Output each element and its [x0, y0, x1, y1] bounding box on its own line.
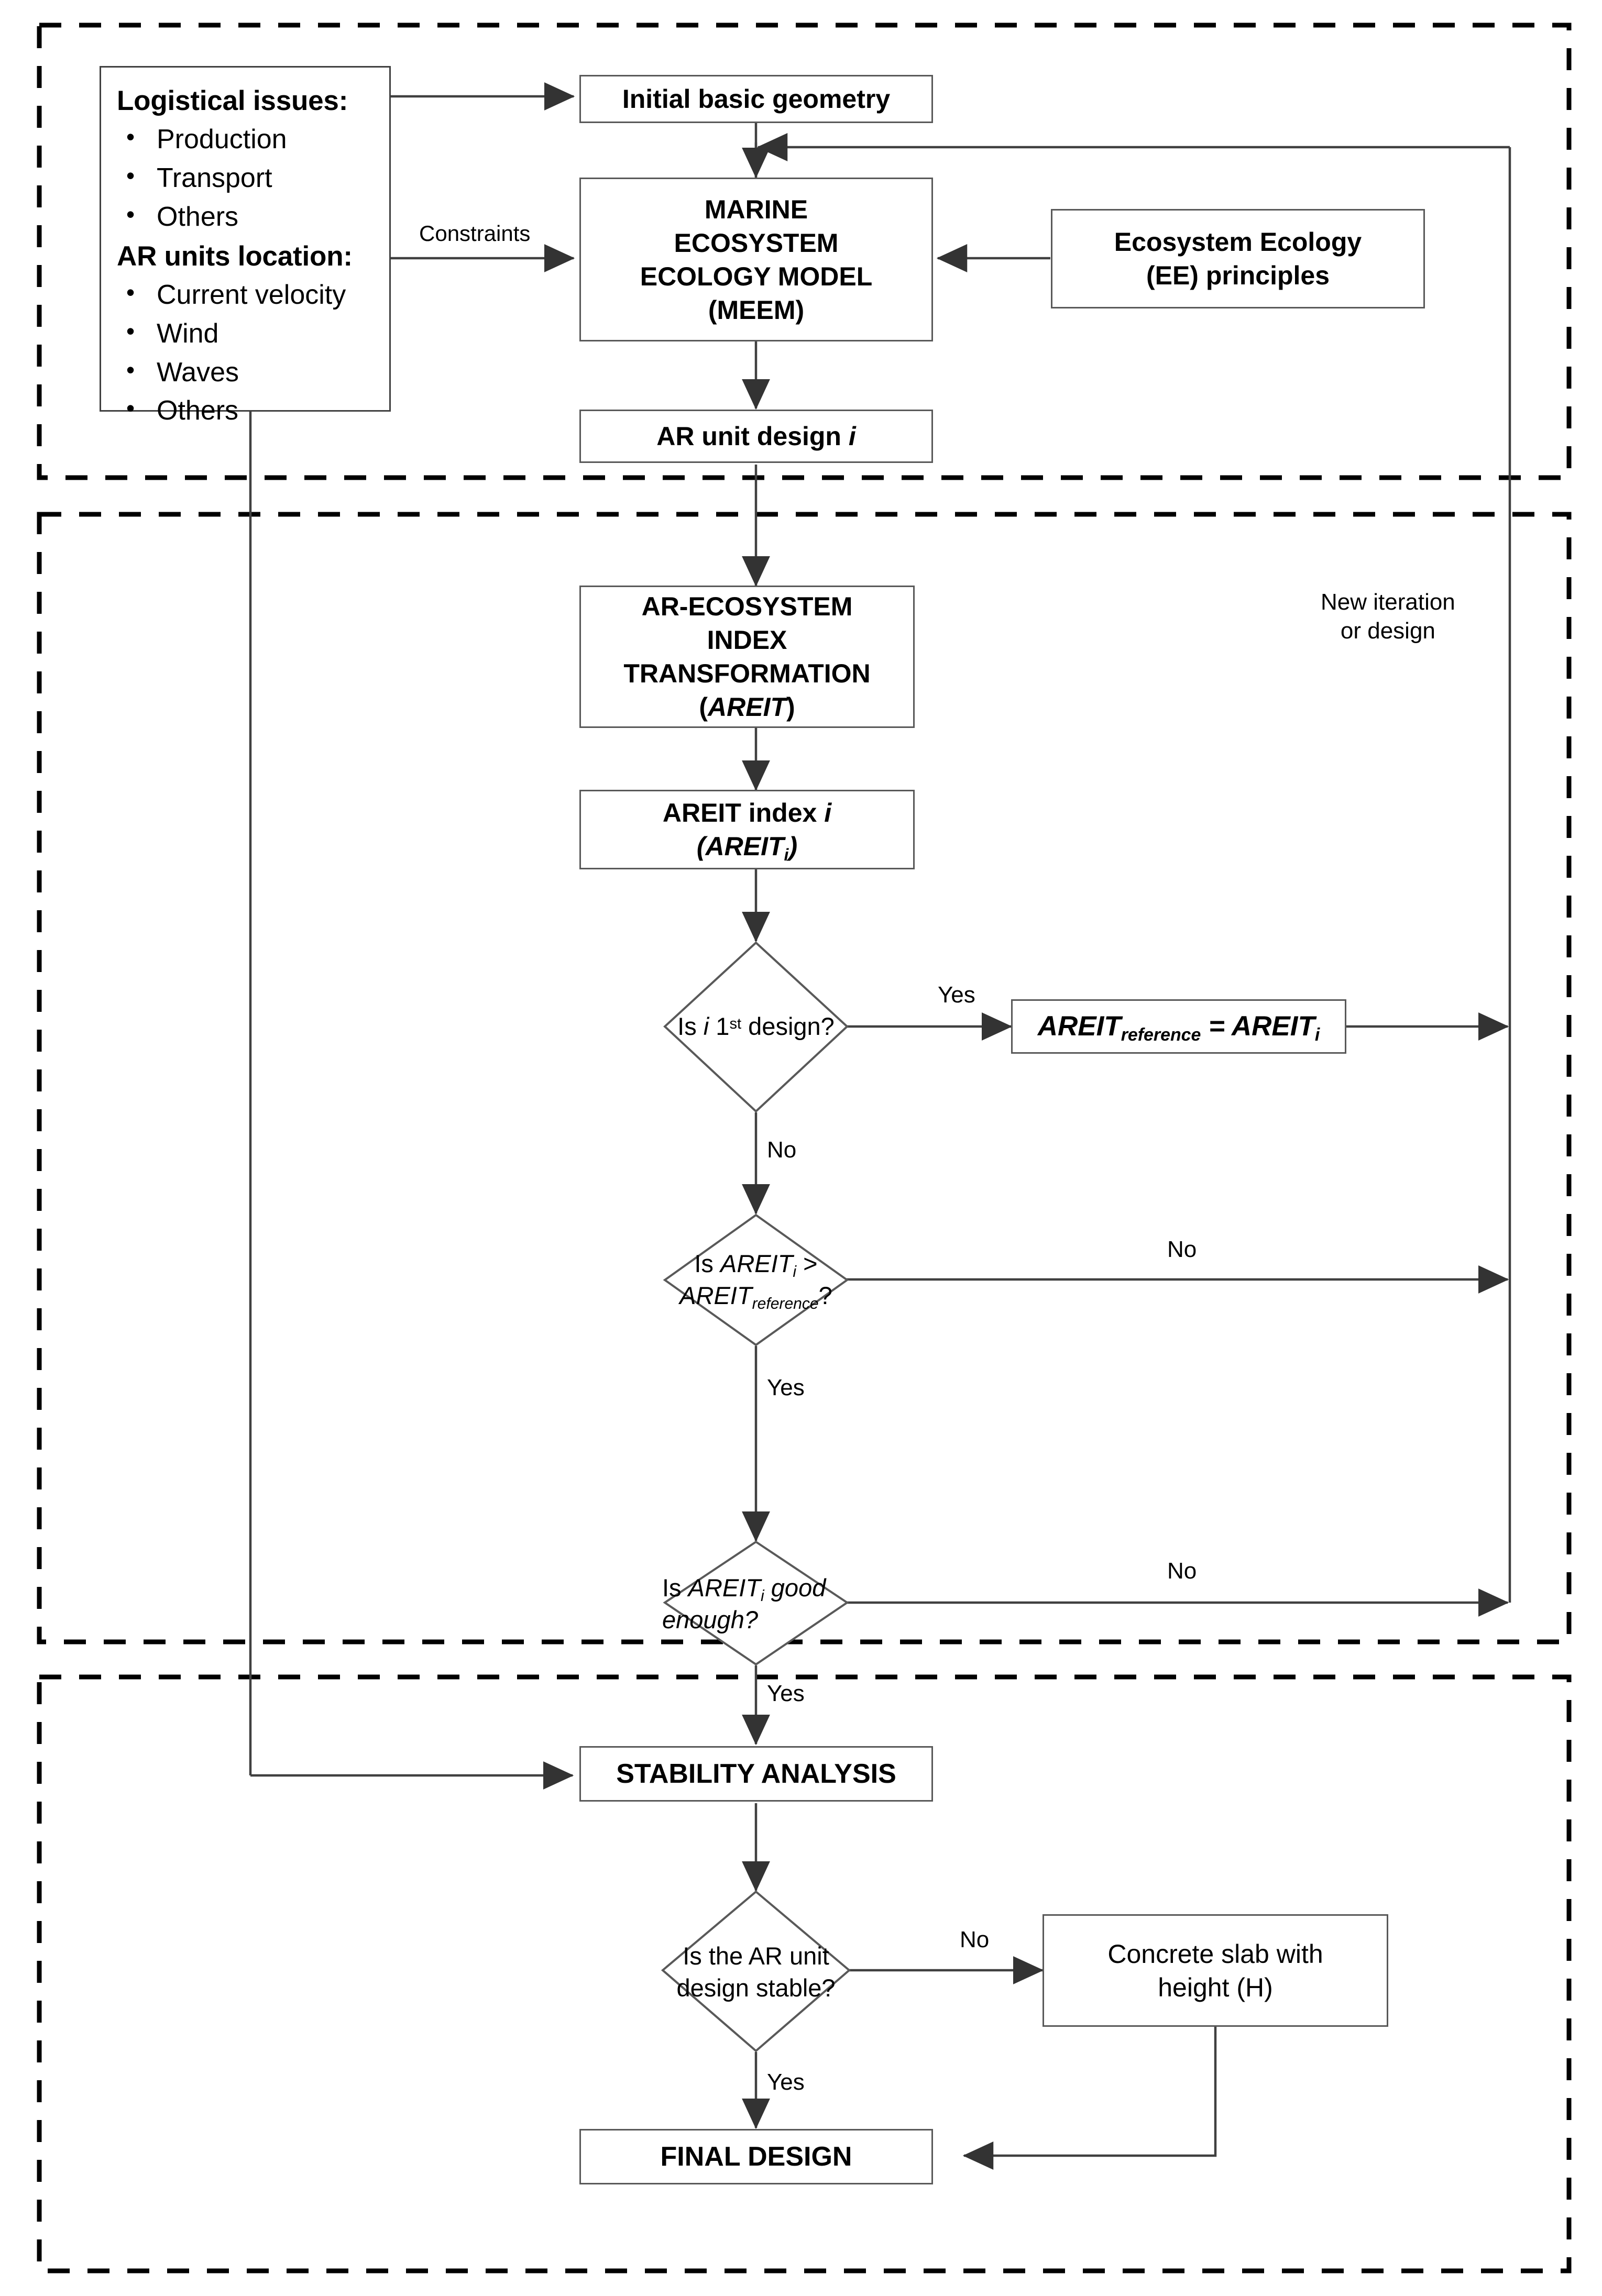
- edge-label-no-areit-greater: No: [1167, 1237, 1197, 1262]
- node-stability-analysis: STABILITY ANALYSIS: [579, 1746, 933, 1802]
- edge-label-constraints: Constraints: [419, 221, 531, 246]
- logistical-issues-header: Logistical issues:: [117, 85, 348, 116]
- list-item: Others: [124, 391, 379, 431]
- node-initial-basic-geometry: Initial basic geometry: [579, 75, 933, 123]
- decision-is-areit-greater: [663, 1213, 849, 1346]
- list-item: Current velocity: [124, 275, 379, 315]
- node-ar-ecosystem-index-transformation: AR-ECOSYSTEM INDEX TRANSFORMATION (AREIT…: [579, 586, 915, 728]
- edge-concrete-slab-to-final-design: [962, 2026, 1217, 2170]
- list-item: Waves: [124, 353, 379, 392]
- ar-units-location-list: Current velocity Wind Waves Others: [117, 275, 379, 431]
- ar-units-location-header: AR units location:: [117, 240, 353, 272]
- edge-label-no-first-design: No: [767, 1137, 797, 1163]
- inputs-panel: Logistical issues: Production Transport …: [100, 66, 391, 426]
- edge-label-new-iteration: New iteration or design: [1321, 589, 1455, 644]
- decision-is-areit-good: [663, 1540, 849, 1666]
- edge-label-yes-first-design: Yes: [938, 982, 975, 1008]
- logistical-issues-list: Production Transport Others: [117, 120, 379, 236]
- edge-label-yes-areit-greater: Yes: [767, 1375, 805, 1400]
- node-areit-reference-assignment: AREITreference = AREITi: [1011, 999, 1346, 1054]
- stage-2-dashed-border: [37, 512, 1572, 1644]
- node-ar-unit-design-i: AR unit design i: [579, 410, 933, 463]
- edge-label-no-stable: No: [960, 1927, 990, 1952]
- stage-3-dashed-border: [37, 1674, 1572, 2273]
- node-final-design: FINAL DESIGN: [579, 2129, 933, 2184]
- node-ecosystem-ecology-principles: Ecosystem Ecology (EE) principles: [1051, 209, 1425, 308]
- node-areit-index-i: AREIT index i (AREITi): [579, 790, 915, 869]
- list-item: Others: [124, 197, 379, 237]
- node-marine-ecosystem-ecology-model: MARINE ECOSYSTEM ECOLOGY MODEL (MEEM): [579, 178, 933, 341]
- node-concrete-slab-with-height: Concrete slab with height (H): [1043, 1914, 1388, 2027]
- decision-is-first-design: [663, 941, 849, 1113]
- edge-label-no-areit-good: No: [1167, 1558, 1197, 1584]
- stage-1-dashed-border: [37, 23, 1572, 480]
- decision-is-ar-unit-stable: [661, 1890, 851, 2052]
- list-item: Production: [124, 120, 379, 159]
- edge-label-yes-areit-good: Yes: [767, 1681, 805, 1706]
- edge-label-yes-stable: Yes: [767, 2069, 805, 2095]
- list-item: Transport: [124, 159, 379, 198]
- list-item: Wind: [124, 314, 379, 354]
